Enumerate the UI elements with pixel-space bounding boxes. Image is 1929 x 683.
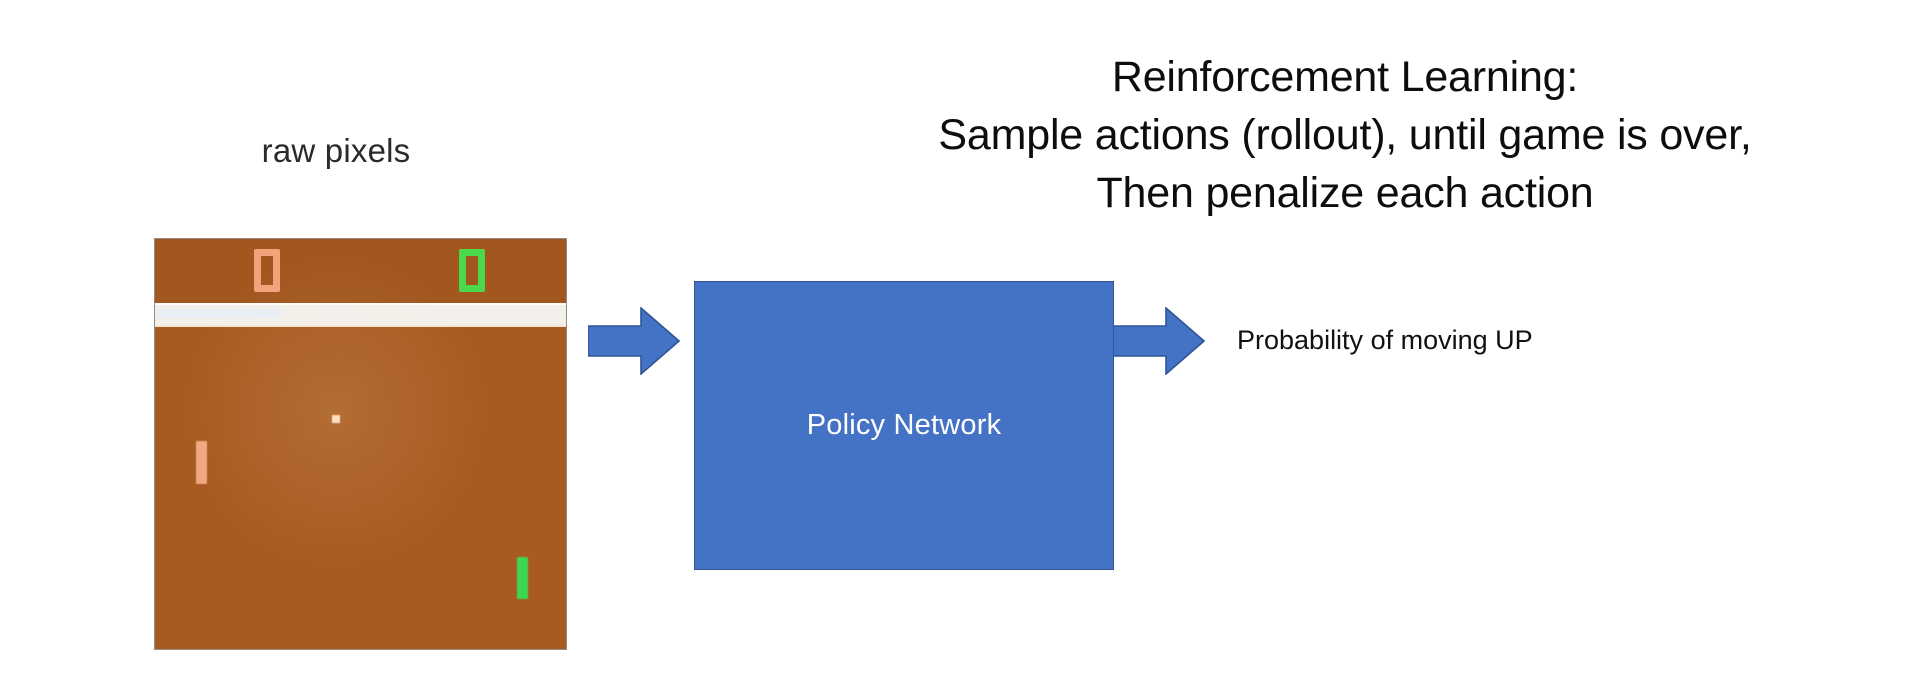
heading-line-2: Sample actions (rollout), until game is … bbox=[938, 111, 1752, 159]
pong-left-paddle bbox=[196, 441, 207, 484]
heading-line-1: Reinforcement Learning: bbox=[1111, 53, 1579, 101]
slide-heading: Reinforcement Learning: Sample actions (… bbox=[760, 48, 1929, 222]
right-arrow-icon bbox=[1113, 307, 1205, 375]
pong-game-screen: 0 0 bbox=[155, 239, 566, 649]
policy-network-node[interactable]: Policy Network bbox=[694, 281, 1114, 570]
output-probability-label: Probability of moving UP bbox=[1237, 325, 1533, 355]
pong-divider-tint bbox=[155, 309, 283, 318]
heading-line-3: Then penalize each action bbox=[1096, 169, 1594, 217]
policy-network-label: Policy Network bbox=[806, 409, 1002, 441]
raw-pixels-label: raw pixels bbox=[261, 132, 411, 169]
right-arrow-icon bbox=[588, 307, 680, 375]
pong-score-left: 0 bbox=[254, 249, 280, 292]
pong-right-paddle bbox=[517, 557, 528, 599]
pong-ball bbox=[332, 415, 340, 423]
pong-score-band bbox=[155, 239, 566, 303]
pong-score-right: 0 bbox=[459, 249, 485, 292]
